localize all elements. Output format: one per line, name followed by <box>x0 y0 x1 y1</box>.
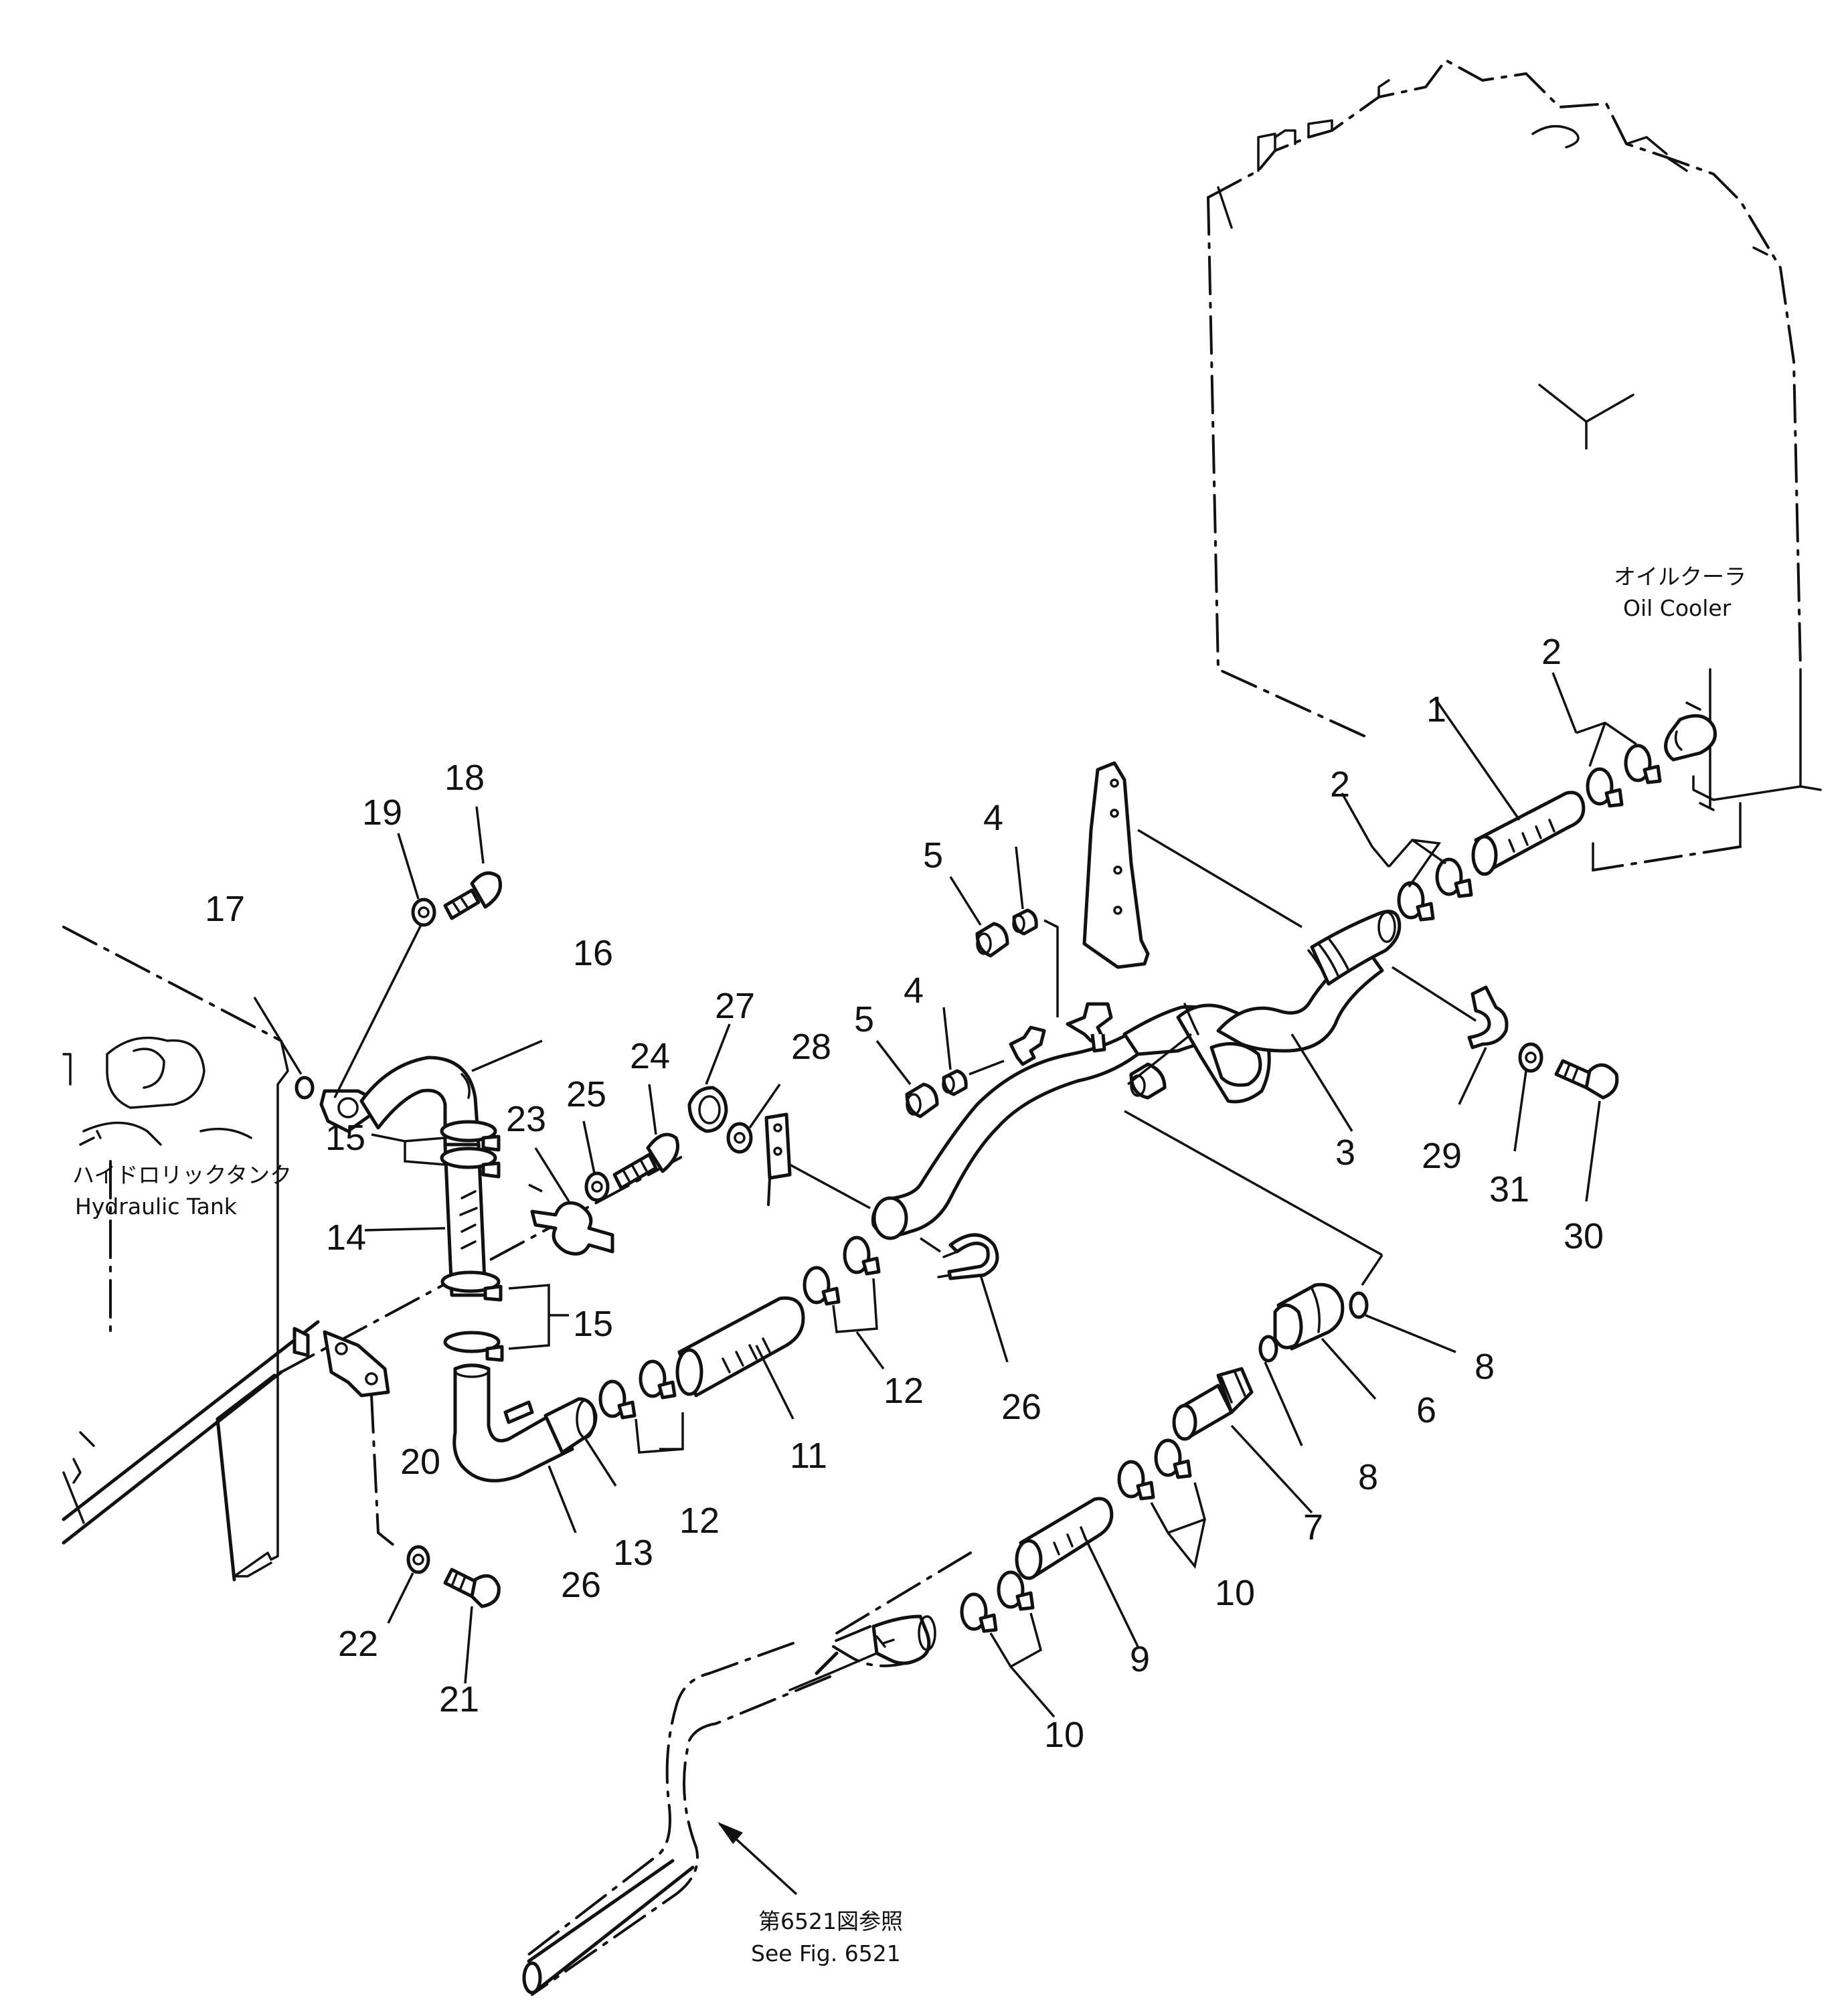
hose-1 <box>1471 790 1586 876</box>
callout-24: 24 <box>630 1036 670 1076</box>
callout-12: 12 <box>884 1371 924 1411</box>
hydraulic-tank-label-jp: ハイドロリックタンク <box>72 1162 292 1188</box>
pipe-16 <box>319 1056 481 1147</box>
clamps-15-upper <box>440 1120 501 1179</box>
callout-10: 10 <box>1044 1715 1084 1755</box>
fitting-4-lower <box>942 1069 968 1096</box>
hydraulic-tank-label-en: Hydraulic Tank <box>75 1193 238 1220</box>
washer-25 <box>584 1171 610 1202</box>
callout-20: 20 <box>400 1442 440 1482</box>
bracket-20 <box>292 1327 396 1547</box>
hose-9 <box>1015 1497 1114 1580</box>
tee-fitting-lower <box>1009 1025 1046 1066</box>
hose-13 <box>543 1397 598 1454</box>
callout-8: 8 <box>1358 1457 1378 1497</box>
clamps-12-lower <box>598 1359 677 1420</box>
callout-4: 4 <box>983 798 1003 838</box>
callout-7: 7 <box>1303 1507 1323 1547</box>
washer-19 <box>411 898 436 927</box>
adapter-6 <box>1273 1282 1345 1351</box>
callout-19: 19 <box>362 792 402 833</box>
callout-8: 8 <box>1475 1347 1495 1387</box>
callout-9: 9 <box>1130 1639 1150 1679</box>
o-ring-8-upper <box>1349 1291 1369 1319</box>
bolt-24 <box>612 1132 679 1190</box>
return-pipe-lower <box>522 1551 972 1996</box>
fitting-5-lower <box>905 1082 939 1118</box>
clamps-12-upper <box>803 1236 881 1306</box>
callout-12: 12 <box>679 1501 720 1541</box>
bolt-18 <box>443 871 502 920</box>
oil-cooler-label-en: Oil Cooler <box>1623 595 1732 621</box>
clamps-10-upper <box>1117 1438 1192 1501</box>
bolt-21 <box>443 1568 501 1608</box>
bracket-upper <box>1082 761 1303 969</box>
pipe-3 <box>871 910 1402 1240</box>
callout-21: 21 <box>439 1679 479 1719</box>
callout-14: 14 <box>326 1218 366 1258</box>
washer-31 <box>1518 1042 1543 1073</box>
fitting-4-upper <box>1012 908 1038 936</box>
adapter-on-pipe-3 <box>1129 1062 1167 1100</box>
oil-cooler-outlet-pipe <box>1664 701 1717 762</box>
callout-22: 22 <box>338 1624 378 1664</box>
clamps-15-lower <box>440 1270 504 1362</box>
callout-27: 27 <box>715 986 755 1026</box>
oil-cooler-label-jp: オイルクーラ <box>1614 564 1746 590</box>
callout-16: 16 <box>573 933 613 973</box>
u-bolt-26 <box>937 1233 999 1280</box>
callout-23: 23 <box>506 1099 546 1139</box>
callout-5: 5 <box>854 999 874 1039</box>
callout-30: 30 <box>1564 1216 1604 1256</box>
callout-15: 15 <box>573 1304 613 1344</box>
tee-fitting-upper <box>1066 1002 1113 1053</box>
clip-29 <box>1467 985 1509 1050</box>
callout-29: 29 <box>1422 1136 1462 1176</box>
clip-23 <box>530 1201 614 1256</box>
callout-4: 4 <box>904 971 924 1011</box>
callout-2: 2 <box>1330 764 1350 805</box>
callout-18: 18 <box>444 758 485 798</box>
callout-15: 15 <box>325 1118 365 1158</box>
oil-cooler-outline <box>1207 58 1822 871</box>
o-ring-17 <box>295 1076 315 1100</box>
callout-26: 26 <box>561 1565 601 1605</box>
callout-10: 10 <box>1215 1573 1255 1613</box>
callout-17: 17 <box>205 889 245 929</box>
callout-2: 2 <box>1541 632 1562 672</box>
callout-13: 13 <box>613 1533 653 1573</box>
callout-31: 31 <box>1489 1169 1529 1209</box>
washer-28 <box>726 1122 753 1154</box>
callout-25: 25 <box>566 1074 606 1114</box>
o-ring-8-lower <box>1258 1335 1278 1363</box>
see-fig-label-en: See Fig. 6521 <box>751 1940 901 1966</box>
hose-11 <box>675 1296 805 1398</box>
reference-arrow <box>718 1822 798 1896</box>
nut-27 <box>687 1086 728 1133</box>
washer-22 <box>406 1545 430 1574</box>
callout-11: 11 <box>790 1436 827 1476</box>
nipple-7 <box>1172 1367 1254 1441</box>
clamps-2-left <box>1397 857 1473 922</box>
callout-28: 28 <box>791 1027 831 1067</box>
see-fig-label-jp: 第6521図参照 <box>758 1908 903 1934</box>
callout-6: 6 <box>1416 1390 1436 1430</box>
clamps-10-lower <box>960 1570 1035 1633</box>
callout-26: 26 <box>1001 1387 1041 1427</box>
clamps-2-right <box>1586 744 1662 808</box>
callout-3: 3 <box>1335 1132 1355 1173</box>
bracket-center <box>764 1112 871 1209</box>
callout-5: 5 <box>923 835 943 875</box>
bolt-30 <box>1554 1059 1619 1100</box>
callout-numbers: 1 2 2 3 4 4 5 5 6 7 8 8 9 10 10 11 12 12… <box>205 632 1604 1755</box>
fitting-5-upper <box>975 922 1009 958</box>
callout-1: 1 <box>1426 689 1446 730</box>
elbow-pipe-26 <box>452 1363 574 1483</box>
